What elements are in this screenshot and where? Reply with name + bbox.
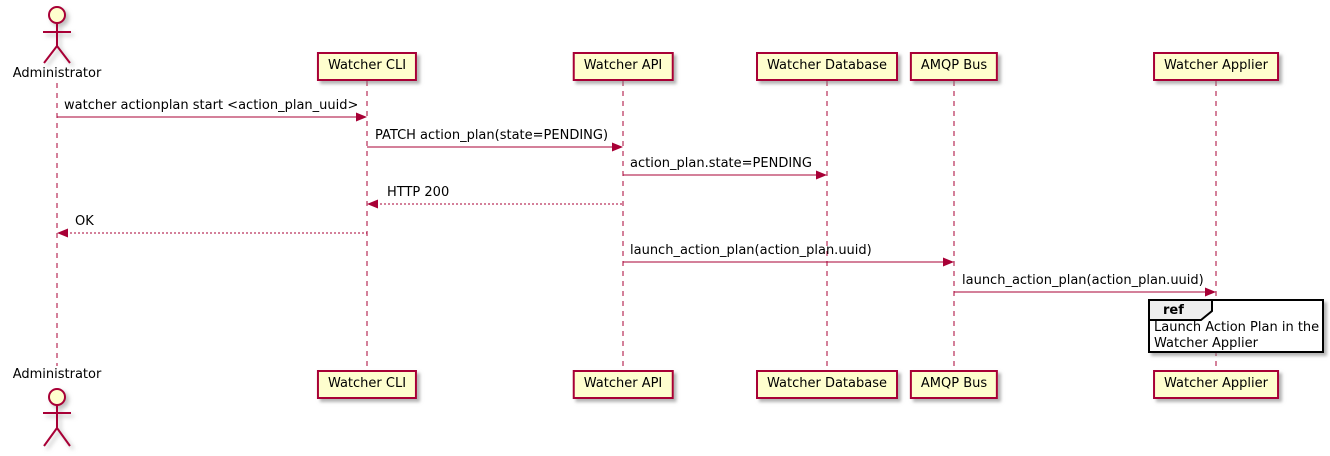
participant-bottom-watcher-database: Watcher Database [756, 370, 898, 399]
participant-top-watcher-cli: Watcher CLI [316, 52, 418, 81]
arrowhead-right [816, 170, 827, 180]
participant-bottom-amqp-bus: AMQP Bus [909, 370, 999, 399]
message-arrow-7 [954, 287, 1216, 297]
actor-left-leg [43, 45, 58, 64]
participant-bottom-watcher-cli: Watcher CLI [316, 370, 418, 399]
actor-figure-top [43, 6, 71, 64]
message-label-2: PATCH action_plan(state=PENDING) [375, 128, 609, 143]
actor-right-leg [56, 45, 71, 64]
participant-bottom-watcher-applier: Watcher Applier [1153, 370, 1279, 399]
actor-label-top: Administrator [12, 66, 102, 81]
ref-text-line-2: Watcher Applier [1154, 336, 1258, 351]
actor-head [48, 388, 66, 406]
arrowhead-left [57, 228, 68, 238]
message-arrow-2 [367, 142, 623, 152]
ref-tab-shape [1148, 299, 1213, 321]
arrowhead-right [612, 142, 623, 152]
participant-top-watcher-database: Watcher Database [756, 52, 898, 81]
participant-top-watcher-api: Watcher API [572, 52, 674, 81]
message-label-7: launch_action_plan(action_plan.uuid) [962, 273, 1204, 288]
message-arrow-3 [623, 170, 827, 180]
actor-figure-bottom [43, 388, 71, 447]
ref-keyword: ref [1163, 303, 1184, 318]
message-label-6: launch_action_plan(action_plan.uuid) [630, 243, 872, 258]
message-arrow-5 [57, 228, 367, 238]
message-arrow-4 [367, 199, 623, 209]
participant-top-amqp-bus: AMQP Bus [909, 52, 999, 81]
participant-bottom-watcher-api: Watcher API [572, 370, 674, 399]
ref-text: Launch Action Plan in the Watcher Applie… [1154, 320, 1319, 352]
actor-right-leg [56, 427, 71, 447]
message-arrow-6 [623, 257, 954, 267]
ref-text-line-1: Launch Action Plan in the [1154, 320, 1320, 335]
message-label-3: action_plan.state=PENDING [630, 156, 812, 171]
message-label-5: OK [75, 214, 94, 229]
participant-top-watcher-applier: Watcher Applier [1153, 52, 1279, 81]
message-label-1: watcher actionplan start <action_plan_uu… [64, 98, 359, 113]
arrowhead-right [356, 112, 367, 122]
ref-fragment: ref Launch Action Plan in the Watcher Ap… [1148, 299, 1324, 353]
message-label-4: HTTP 200 [387, 185, 450, 200]
actor-head [48, 6, 66, 24]
arrowhead-left [367, 199, 378, 209]
actor-label-bottom: Administrator [12, 367, 102, 382]
ref-tab-pentagon [1148, 299, 1213, 321]
actor-left-leg [43, 427, 58, 447]
message-arrow-1 [57, 112, 367, 122]
arrowhead-right [1205, 287, 1216, 297]
arrowhead-right [943, 257, 954, 267]
